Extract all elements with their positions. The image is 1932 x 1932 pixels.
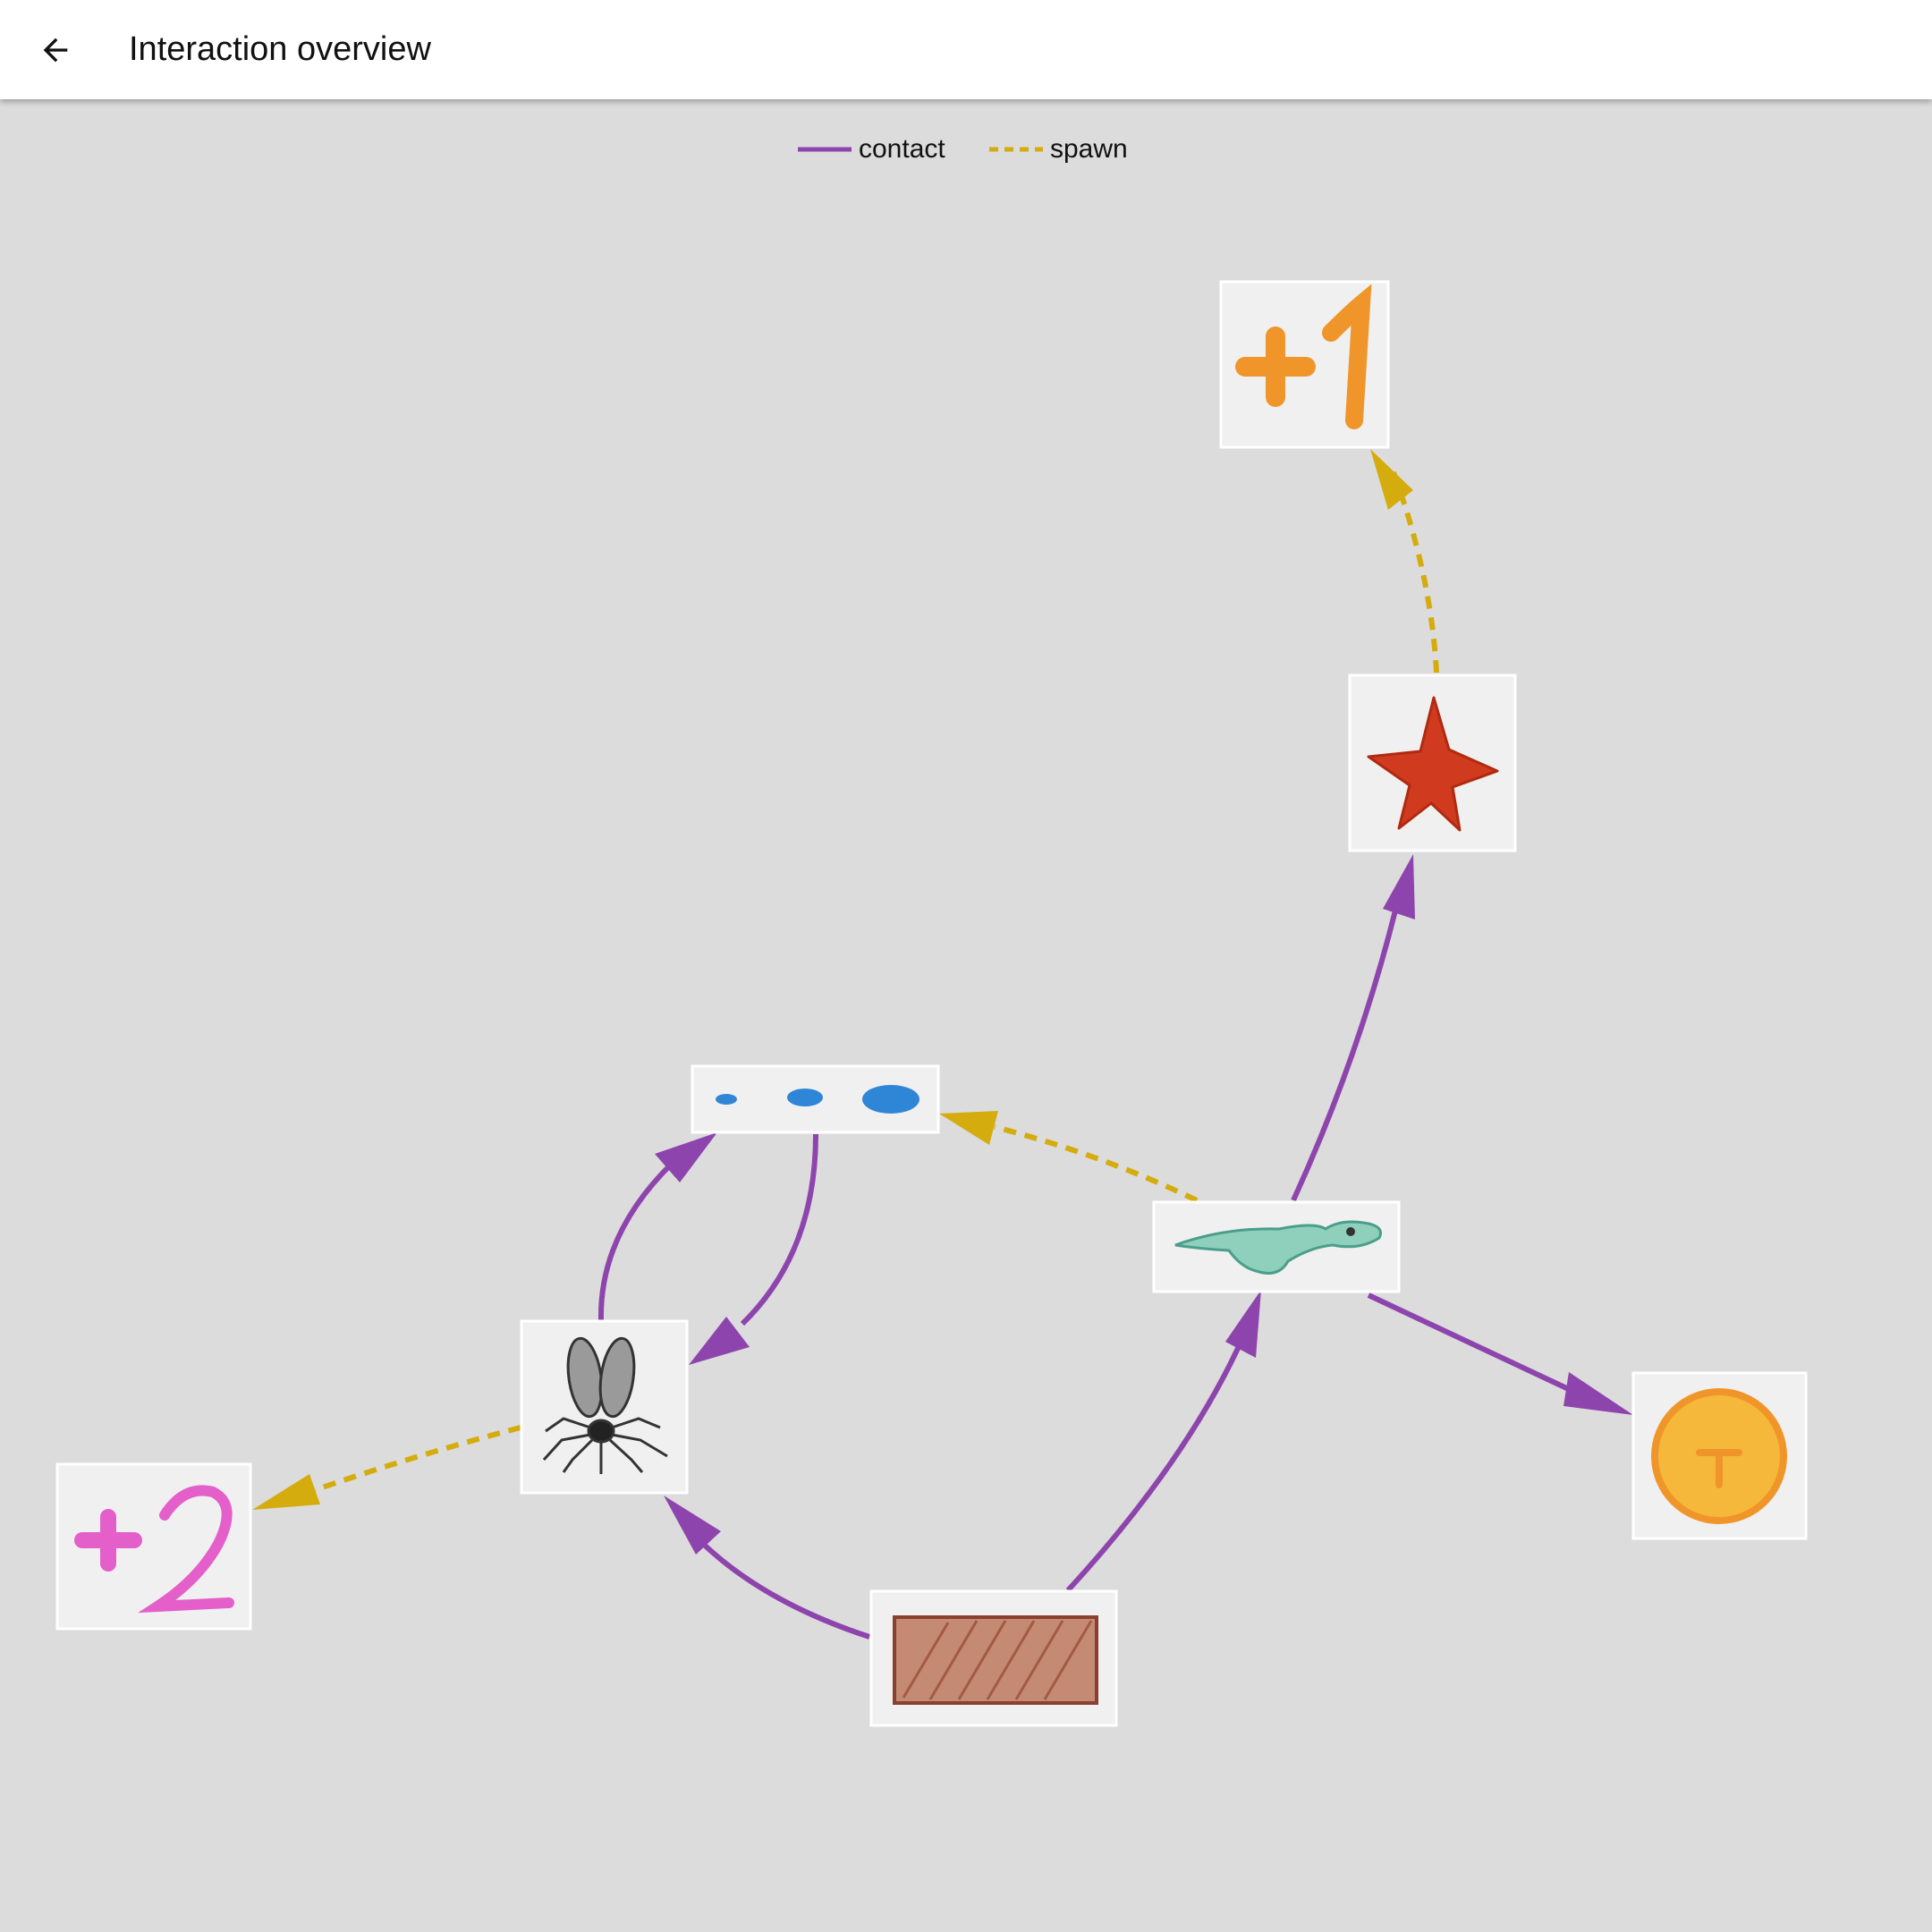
edge-fly-to-plus-two bbox=[303, 1425, 521, 1496]
red-star-drawing-icon bbox=[1367, 696, 1499, 832]
edge-star-to-plus-one bbox=[1388, 463, 1439, 674]
gold-coin-drawing-icon bbox=[1651, 1388, 1787, 1524]
legend: contact spawn bbox=[798, 134, 1128, 164]
node-plus-two[interactable] bbox=[55, 1462, 252, 1631]
edge-drops-to-fly bbox=[740, 1133, 818, 1326]
green-bird-drawing-icon bbox=[1174, 1220, 1382, 1275]
edge-bird-to-drops bbox=[994, 1124, 1199, 1203]
arrow-left-icon bbox=[43, 38, 68, 63]
legend-label-spawn: spawn bbox=[1050, 134, 1128, 164]
edge-bird-to-coin bbox=[1367, 1292, 1576, 1394]
arrowhead-fly-from-brick bbox=[664, 1496, 721, 1555]
node-bird[interactable] bbox=[1152, 1200, 1401, 1293]
fly-drawing-icon bbox=[542, 1336, 668, 1474]
node-star[interactable] bbox=[1348, 674, 1517, 852]
edges bbox=[252, 449, 1633, 1640]
edge-fly-to-drops bbox=[597, 1160, 675, 1321]
legend-item-spawn: spawn bbox=[989, 134, 1128, 164]
node-fly[interactable] bbox=[520, 1319, 689, 1495]
arrowhead-plus-one bbox=[1370, 449, 1413, 510]
arrowhead-plus-two bbox=[252, 1474, 320, 1510]
brown-brick-drawing-icon bbox=[893, 1615, 1098, 1705]
node-brick[interactable] bbox=[869, 1589, 1118, 1727]
arrowhead-fly-from-drops bbox=[689, 1317, 750, 1365]
edge-brick-to-bird bbox=[1065, 1331, 1248, 1593]
arrowhead-bird-from-brick bbox=[1225, 1290, 1261, 1358]
arrowhead-coin bbox=[1563, 1372, 1633, 1415]
node-plus-one[interactable] bbox=[1219, 280, 1390, 449]
back-button[interactable] bbox=[20, 14, 91, 86]
legend-item-contact: contact bbox=[798, 134, 945, 164]
app-bar: Interaction overview bbox=[0, 0, 1932, 99]
arrowhead-drops-contact bbox=[655, 1132, 717, 1182]
page-title: Interaction overview bbox=[129, 30, 431, 68]
edge-bird-to-star bbox=[1291, 902, 1400, 1202]
node-drops[interactable] bbox=[691, 1064, 940, 1134]
legend-label-contact: contact bbox=[859, 134, 945, 164]
node-coin[interactable] bbox=[1631, 1371, 1808, 1540]
plus-one-sticker-icon bbox=[1235, 284, 1372, 429]
blue-drops-drawing-icon bbox=[716, 1085, 919, 1114]
arrowhead-star bbox=[1383, 854, 1415, 919]
plus-two-sticker-icon bbox=[74, 1485, 234, 1614]
edge-brick-to-fly bbox=[695, 1536, 870, 1640]
arrowhead-drops-spawn bbox=[939, 1111, 998, 1145]
